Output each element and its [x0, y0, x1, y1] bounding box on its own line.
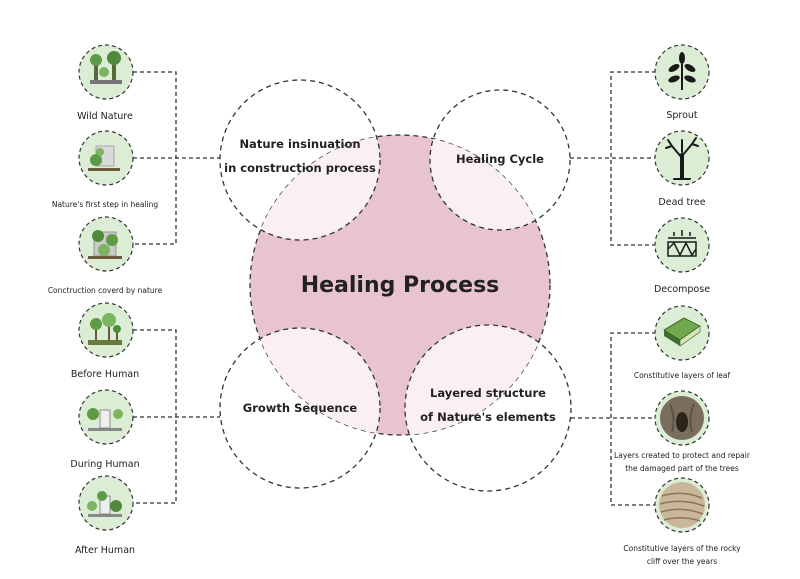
right-label-rock-cliff-line1: Constitutive layers of the rocky	[623, 544, 741, 553]
left-label-covered-construction: Conctruction coverd by nature	[47, 286, 163, 295]
first-step-icon	[88, 145, 120, 171]
hub-layered-line2: of Nature's elements	[420, 410, 556, 424]
sprout-icon	[668, 52, 696, 90]
right-label-dead-tree: Dead tree	[658, 197, 706, 208]
decompose-icon	[667, 230, 697, 257]
rock-cliff-icon	[659, 482, 705, 528]
left-label-first-step: Nature's first step in healing	[51, 200, 159, 209]
during-human-icon	[87, 408, 123, 431]
right-label-tree-bark-line2: the damaged part of the trees	[625, 464, 739, 473]
left-label-during-human: During Human	[70, 459, 140, 470]
hub-layered-circle	[404, 324, 572, 492]
hub-layered-line1: Layered structure	[430, 386, 546, 400]
covered-construction-icon	[88, 230, 122, 259]
left-node-during-human	[78, 389, 134, 445]
before-human-icon	[88, 313, 122, 345]
hub-cycle-circle	[429, 89, 571, 231]
right-node-dead-tree	[654, 130, 710, 186]
right-label-decompose: Decompose	[653, 284, 711, 295]
right-label-rock-cliff: Constitutive layers of the rocky cliff o…	[612, 542, 752, 568]
hub-insinuation-line1: Nature insinuation	[239, 137, 361, 151]
left-label-wild-nature: Wild Nature	[77, 111, 133, 122]
left-node-before-human	[78, 302, 134, 358]
dead-tree-icon	[665, 137, 699, 180]
right-node-decompose	[654, 217, 710, 273]
hub-insinuation-line2: in construction process	[224, 161, 376, 175]
right-label-rock-cliff-line2: cliff over the years	[646, 557, 718, 566]
left-node-after-human	[78, 475, 134, 531]
left-node-first-step	[78, 130, 134, 186]
hub-layered-label: Layered structure of Nature's elements	[405, 381, 571, 429]
tree-bark-icon	[660, 396, 704, 440]
leaf-layers-icon	[663, 317, 701, 347]
connectors	[133, 71, 656, 506]
right-node-rock-cliff	[654, 477, 710, 533]
center-title: Healing Process	[300, 273, 500, 298]
left-node-covered-construction	[78, 216, 134, 272]
right-node-tree-bark	[654, 390, 710, 446]
right-label-leaf-layers: Constitutive layers of leaf	[633, 371, 731, 380]
hub-insinuation-circle	[219, 79, 381, 241]
right-label-sprout: Sprout	[666, 110, 698, 121]
right-node-leaf-layers	[654, 305, 710, 361]
hub-growth-label: Growth Sequence	[242, 401, 358, 415]
hub-cycle-label: Healing Cycle	[456, 152, 544, 166]
hub-insinuation-label: Nature insinuation in construction proce…	[220, 132, 380, 180]
hub-growth-circle	[219, 327, 381, 489]
wild-nature-icon	[90, 51, 122, 84]
right-node-sprout	[654, 44, 710, 100]
left-label-before-human: Before Human	[70, 369, 140, 380]
after-human-icon	[87, 491, 122, 517]
right-label-tree-bark-line1: Layers created to protect and repair	[614, 451, 750, 460]
left-node-wild-nature	[78, 44, 134, 100]
left-label-after-human: After Human	[74, 545, 136, 556]
right-label-tree-bark: Layers created to protect and repair the…	[612, 449, 752, 475]
